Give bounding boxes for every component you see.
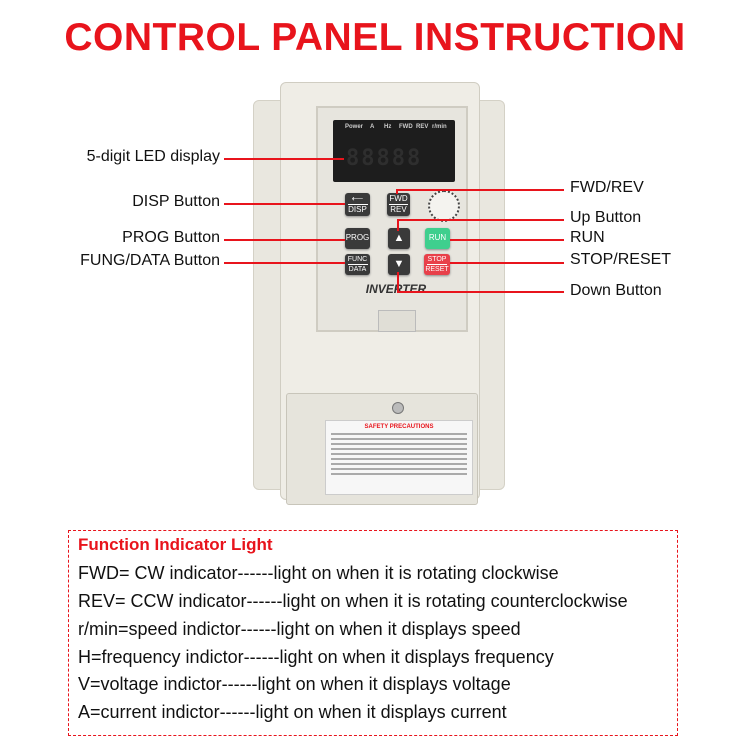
callout-disp: DISP Button xyxy=(132,193,220,210)
function-box-title: Function Indicator Light xyxy=(78,535,273,554)
callout-run: RUN xyxy=(570,229,605,246)
triangle-down-icon: ▼ xyxy=(393,257,405,270)
function-line: FWD= CW indicator------light on when it … xyxy=(78,563,559,583)
callout-line xyxy=(396,189,398,194)
brand-label: INVERTER xyxy=(365,282,427,296)
fwd-rev-button[interactable]: FWD REV xyxy=(387,193,410,216)
callout-line xyxy=(397,291,564,293)
display-digits: 88888 xyxy=(346,146,423,171)
callout-up: Up Button xyxy=(570,209,642,226)
safety-label: SAFETY PRECAUTIONS xyxy=(325,420,473,495)
callout-line xyxy=(224,262,345,264)
callout-line xyxy=(224,158,344,160)
indicator-rmin: r/min xyxy=(432,124,447,130)
callout-stop-reset: STOP/RESET xyxy=(570,251,672,268)
callout-line xyxy=(396,189,564,191)
data-label: DATA xyxy=(348,266,367,273)
callout-line xyxy=(397,272,399,293)
function-line: A=current indictor------light on when it… xyxy=(78,702,507,722)
indicator-rev: REV xyxy=(416,124,429,130)
callout-line xyxy=(397,219,564,221)
callout-func-data: FUNG/DATA Button xyxy=(80,252,220,269)
func-data-button[interactable]: FUNC DATA xyxy=(345,254,370,275)
callout-led-display: 5-digit LED display xyxy=(86,148,220,165)
page-title: CONTROL PANEL INSTRUCTION xyxy=(64,16,686,59)
safety-title: SAFETY PRECAUTIONS xyxy=(364,424,434,430)
callout-down: Down Button xyxy=(570,282,662,299)
reset-label: RESET xyxy=(425,266,449,273)
indicator-hz: Hz xyxy=(384,124,392,130)
fwd-label: FWD xyxy=(389,193,408,203)
indicator-fwd: FWD xyxy=(399,124,413,130)
callout-line xyxy=(450,262,564,264)
rev-label: REV xyxy=(390,205,407,214)
led-display xyxy=(333,120,455,182)
callout-line xyxy=(224,239,345,241)
prog-label: PROG xyxy=(345,233,370,243)
callout-line xyxy=(450,239,564,241)
up-button[interactable]: ▲ xyxy=(388,228,410,249)
function-line: r/min=speed indictor------light on when … xyxy=(78,619,521,639)
triangle-up-icon: ▲ xyxy=(393,231,405,244)
stop-label: STOP xyxy=(427,255,447,263)
indicator-a: A xyxy=(370,124,375,130)
run-button[interactable]: RUN xyxy=(425,228,450,249)
callout-prog: PROG Button xyxy=(122,229,220,246)
disp-label: DISP xyxy=(348,205,367,214)
prog-button[interactable]: PROG xyxy=(345,228,370,249)
screw-icon xyxy=(392,402,404,414)
disp-button[interactable]: ⟵ DISP xyxy=(345,193,370,216)
callout-line xyxy=(397,219,399,231)
function-line: REV= CCW indicator------light on when it… xyxy=(78,591,628,611)
potentiometer-knob[interactable] xyxy=(428,190,460,222)
down-button[interactable]: ▼ xyxy=(388,254,410,275)
panel-tab xyxy=(378,310,416,332)
callout-fwd-rev: FWD/REV xyxy=(570,179,644,196)
function-line: V=voltage indictor------light on when it… xyxy=(78,674,511,694)
indicator-power: Power xyxy=(345,124,364,130)
function-indicator-box xyxy=(68,530,678,736)
func-label: FUNC xyxy=(347,255,368,263)
arrow-left-icon: ⟵ xyxy=(351,193,364,203)
run-label: RUN xyxy=(428,233,447,243)
callout-line xyxy=(224,203,345,205)
function-line: H=frequency indictor------light on when … xyxy=(78,647,554,667)
stop-reset-button[interactable]: STOP RESET xyxy=(424,254,450,275)
